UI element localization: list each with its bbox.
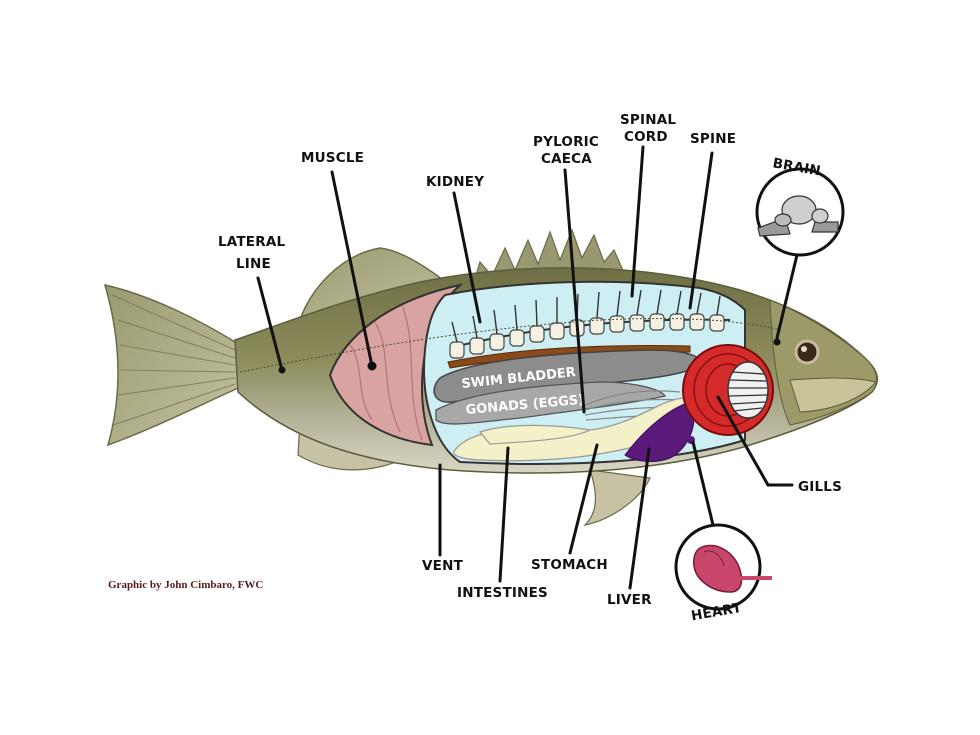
label-spine: SPINE <box>690 131 736 147</box>
tail-fin <box>103 283 246 447</box>
mouth <box>789 377 877 413</box>
eye <box>794 339 820 365</box>
label-vent: VENT <box>422 558 464 574</box>
heart-inset <box>674 523 772 611</box>
gills <box>682 344 774 436</box>
label-spinal-cord-1: SPINAL <box>620 112 676 128</box>
label-stomach: STOMACH <box>531 557 608 573</box>
lateral-line <box>239 317 781 373</box>
eye-highlight <box>801 346 807 352</box>
label-pyloric-caeca-1: PYLORIC <box>533 134 599 150</box>
label-lateral-line-1: LATERAL <box>218 234 285 250</box>
gonads <box>435 381 667 425</box>
label-pyloric-caeca-2: CAECA <box>541 151 592 167</box>
leader-lines <box>256 145 799 590</box>
brain-inset <box>755 167 845 257</box>
label-gills: GILLS <box>798 479 842 495</box>
label-muscle: MUSCLE <box>301 150 364 166</box>
label-spinal-cord-2: CORD <box>624 129 668 145</box>
label-kidney: KIDNEY <box>426 174 484 190</box>
intestine-loop <box>478 424 592 445</box>
credit-text: Graphic by John Cimbaro, FWC <box>108 579 263 591</box>
label-liver: LIVER <box>607 592 652 608</box>
label-intestines: INTESTINES <box>457 585 548 601</box>
label-lateral-line-2: LINE <box>236 256 271 272</box>
spine-vertebrae <box>449 289 731 359</box>
swim-bladder <box>433 349 701 403</box>
